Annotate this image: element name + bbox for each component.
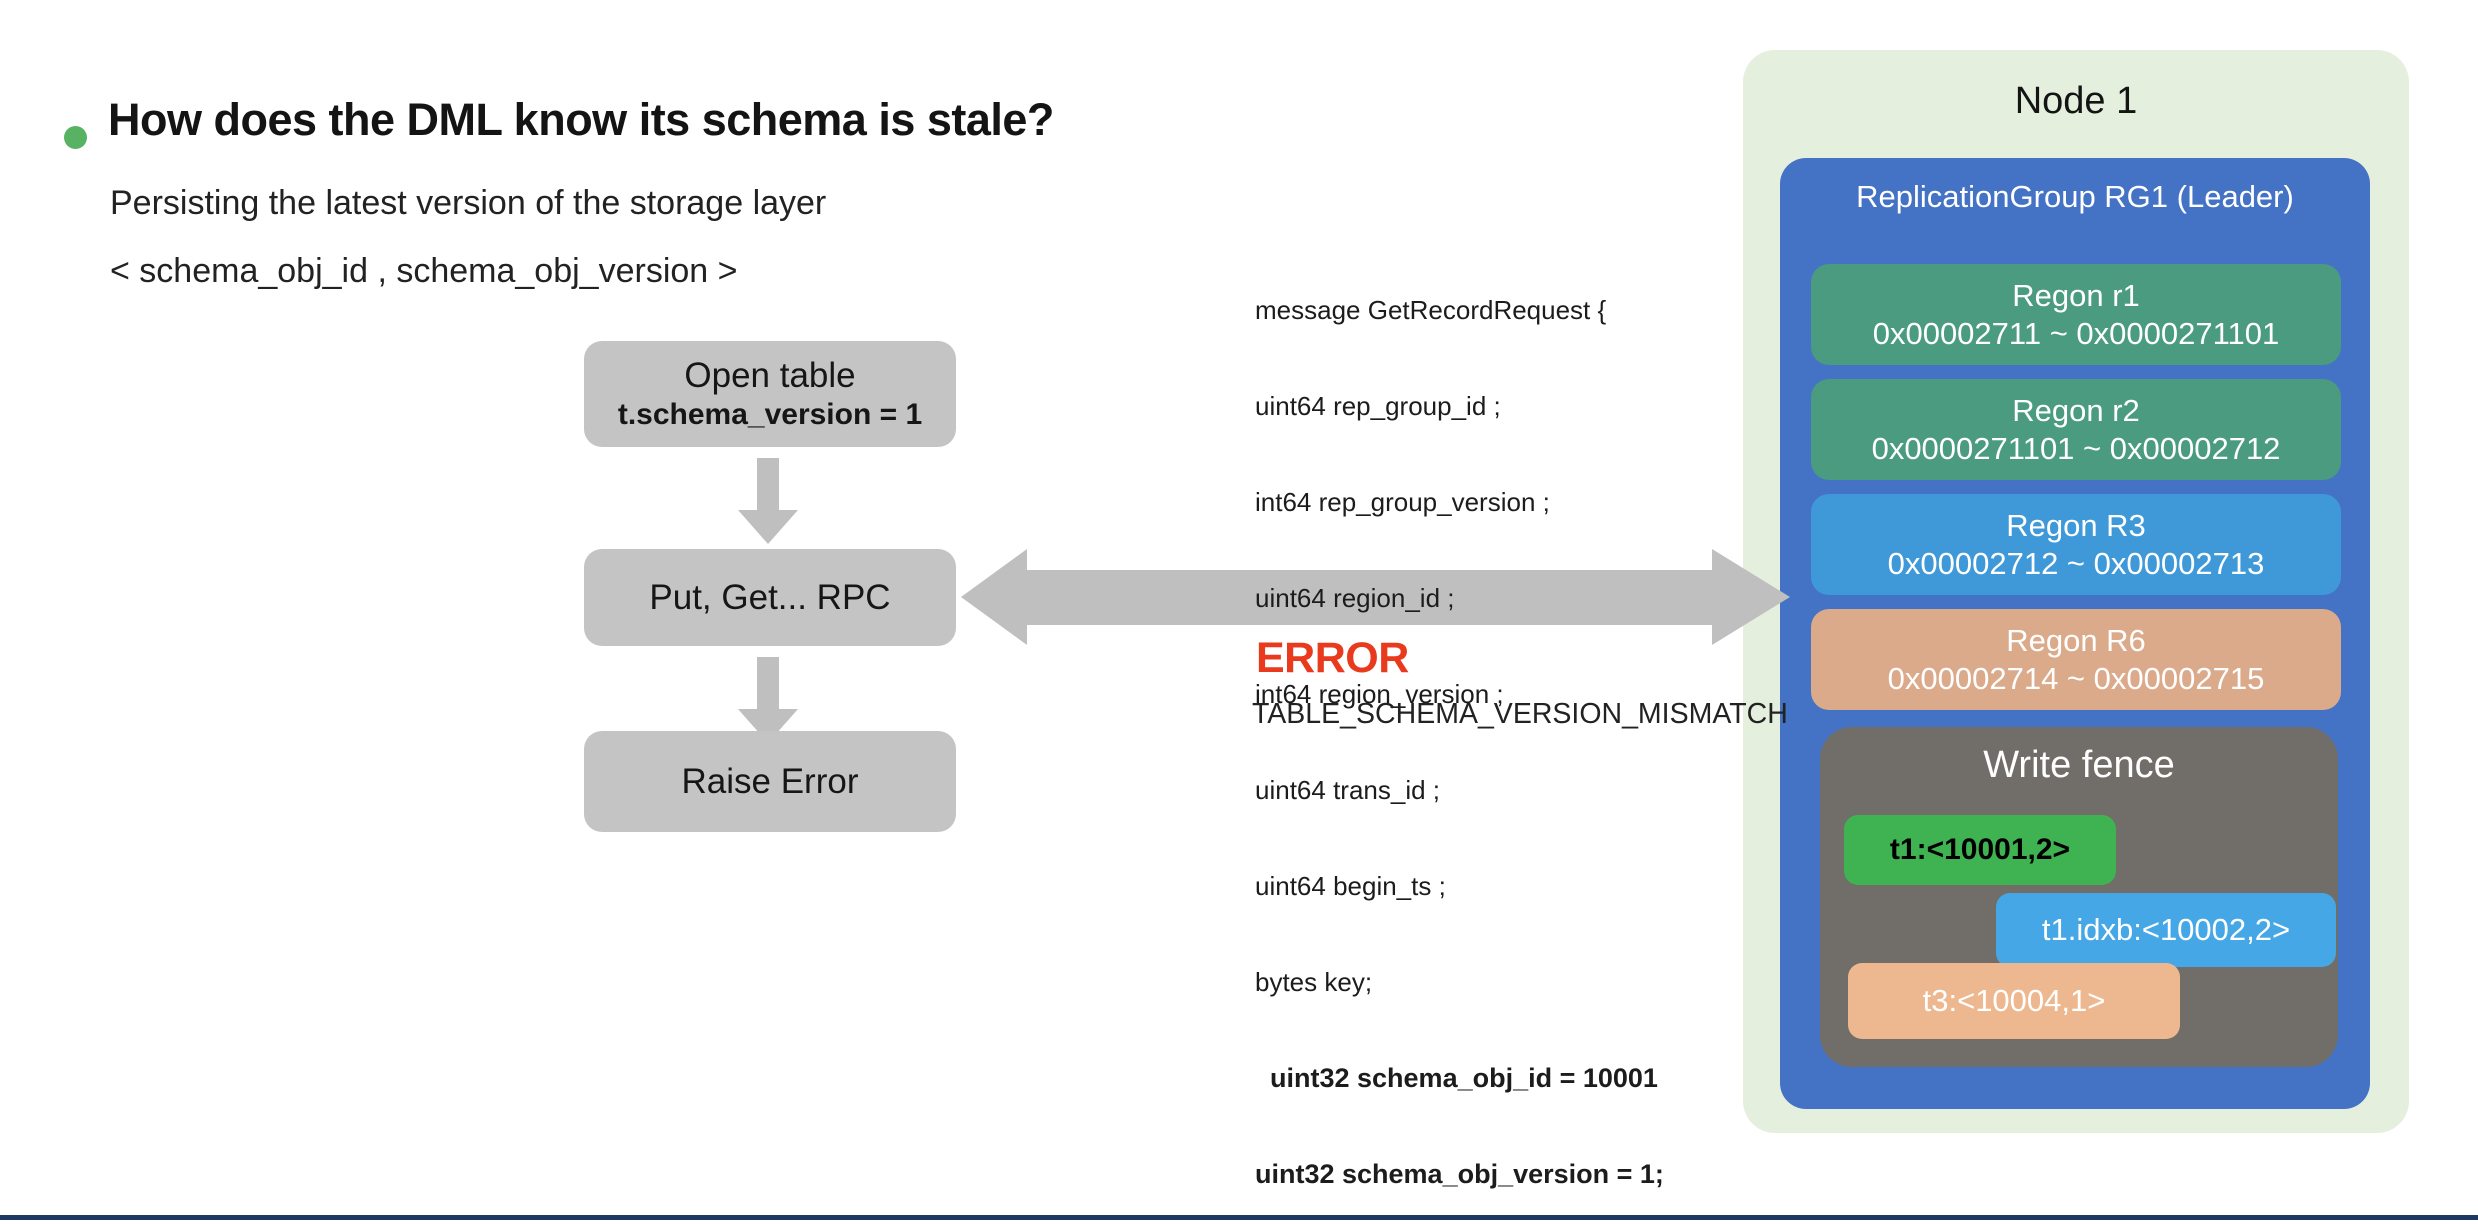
slide-title: How does the DML know its schema is stal…: [108, 94, 1054, 145]
code-line: int64 rep_group_version ;: [1255, 487, 1550, 517]
fence-entry-t1-idxb: t1.idxb:<10002,2>: [1996, 893, 2336, 967]
code-line: message GetRecordRequest {: [1255, 295, 1607, 325]
replication-group-panel: ReplicationGroup RG1 (Leader) Regon r1 0…: [1780, 158, 2370, 1109]
slide-subtitle-1: Persisting the latest version of the sto…: [110, 184, 827, 222]
slide-subtitle-2: < schema_obj_id , schema_obj_version >: [110, 252, 738, 290]
region-range: 0x0000271101 ~ 0x00002712: [1871, 430, 2281, 466]
node1-panel: Node 1 ReplicationGroup RG1 (Leader) Reg…: [1743, 50, 2409, 1133]
flow-box-raise-error: Raise Error: [584, 731, 956, 832]
open-table-schema-version: t.schema_version = 1: [617, 398, 923, 431]
region-box-r2: Regon r2 0x0000271101 ~ 0x00002712: [1811, 379, 2341, 480]
replication-group-title: ReplicationGroup RG1 (Leader): [1856, 179, 2294, 214]
region-list: Regon r1 0x00002711 ~ 0x0000271101 Regon…: [1811, 264, 2341, 724]
flow-box-put-get-rpc: Put, Get... RPC: [584, 549, 956, 646]
code-line: uint64 trans_id ;: [1255, 775, 1441, 805]
region-box-r3: Regon R3 0x00002712 ~ 0x00002713: [1811, 494, 2341, 595]
region-name: Regon R3: [2006, 507, 2146, 543]
region-range: 0x00002714 ~ 0x00002715: [1887, 660, 2265, 696]
arrowhead-left: [961, 549, 1027, 645]
bullet-point-dot: [64, 126, 87, 149]
region-range: 0x00002711 ~ 0x0000271101: [1872, 315, 2280, 351]
fence-entry-t3: t3:<10004,1>: [1848, 963, 2180, 1039]
region-name: Regon r1: [2012, 277, 2140, 313]
fence-entry-t1: t1:<10001,2>: [1844, 815, 2116, 885]
flow-box-open-table: Open table t.schema_version = 1: [584, 341, 956, 447]
arrow-shaft: [1025, 570, 1713, 625]
bottom-divider-line: [0, 1215, 2478, 1220]
write-fence-title: Write fence: [1983, 744, 2175, 786]
error-label: ERROR: [1256, 634, 1409, 682]
region-box-r6: Regon R6 0x00002714 ~ 0x00002715: [1811, 609, 2341, 710]
code-line: uint64 rep_group_id ;: [1255, 391, 1501, 421]
arrowhead-right: [1712, 549, 1790, 645]
code-line-schema-obj-version: uint32 schema_obj_version = 1;: [1255, 1159, 1664, 1189]
error-detail: TABLE_SCHEMA_VERSION_MISMATCH: [1252, 698, 1788, 730]
proto-code-block: message GetRecordRequest { uint64 rep_gr…: [1255, 230, 1664, 1224]
code-line: int64 region_version ;: [1255, 679, 1504, 709]
region-range: 0x00002712 ~ 0x00002713: [1887, 545, 2265, 581]
node1-title: Node 1: [2014, 80, 2138, 122]
code-line: bytes key;: [1255, 967, 1373, 997]
raise-error-label: Raise Error: [681, 761, 859, 801]
write-fence-panel: Write fence t1:<10001,2> t1.idxb:<10002,…: [1820, 727, 2338, 1067]
code-line: uint64 begin_ts ;: [1255, 871, 1446, 901]
open-table-label: Open table: [684, 356, 856, 395]
code-line: uint64 region_id ;: [1255, 583, 1455, 613]
region-name: Regon R6: [2006, 622, 2146, 658]
region-name: Regon r2: [2012, 392, 2140, 428]
put-get-rpc-label: Put, Get... RPC: [649, 577, 891, 617]
code-line-schema-obj-id: uint32 schema_obj_id = 10001: [1255, 1063, 1658, 1093]
bidirectional-arrow-icon: [961, 549, 1790, 645]
region-box-r1: Regon r1 0x00002711 ~ 0x0000271101: [1811, 264, 2341, 365]
